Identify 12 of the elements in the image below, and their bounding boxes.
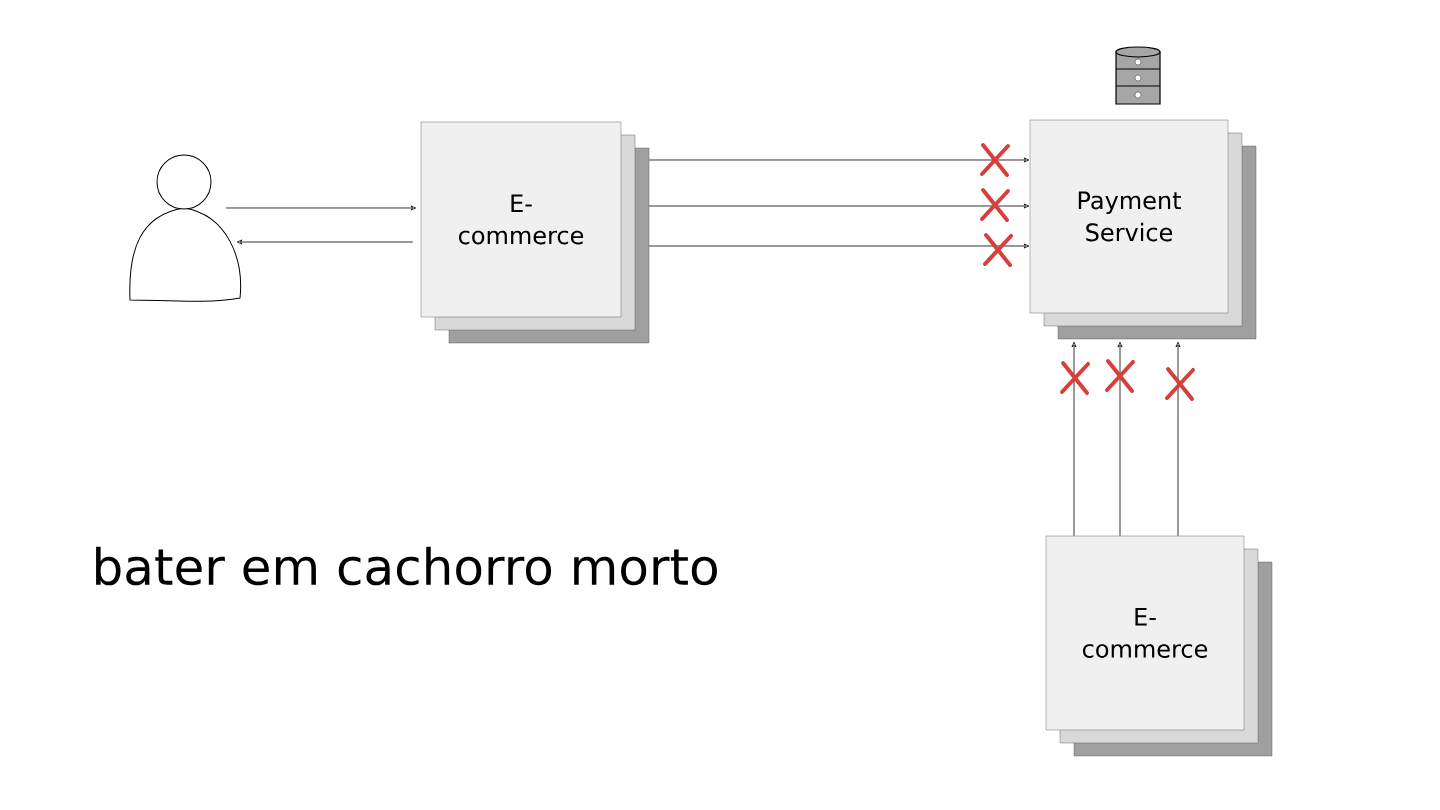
arrow [1117,341,1123,537]
slogan: bater em cachorro morto [96,546,717,586]
arrow [1071,341,1077,537]
arrow [648,203,1030,209]
arrow [648,157,1030,163]
arrow [648,243,1030,249]
service-box: E-commerce [420,121,650,344]
person-figure [129,154,242,302]
arrow [236,239,414,245]
service-box: E-commerce [1045,535,1273,757]
service-box: Payment Service [1029,119,1257,340]
arrow [1175,341,1181,537]
